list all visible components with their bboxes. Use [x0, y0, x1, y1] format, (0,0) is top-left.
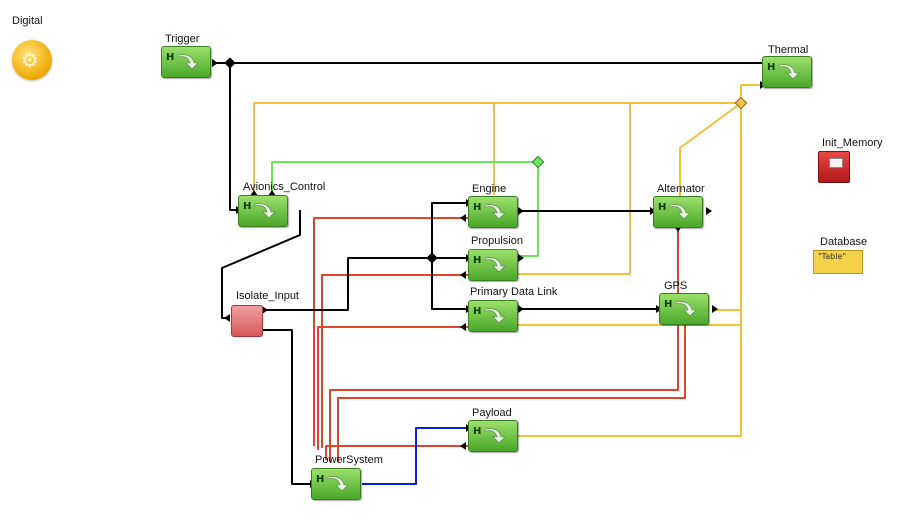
hierarchy-icon: H — [243, 201, 252, 212]
hierarchy-icon: H — [473, 202, 482, 213]
junction-diamond[interactable] — [734, 96, 748, 110]
avionics-control-block[interactable]: H — [238, 195, 288, 227]
isolate-input-block[interactable] — [231, 305, 263, 337]
alternator-label: Alternator — [657, 183, 705, 195]
database-label: Database — [820, 236, 868, 248]
power-system-label: PowerSystem — [315, 454, 383, 466]
thermal-label: Thermal — [768, 44, 809, 56]
junction-diamond[interactable] — [426, 252, 438, 264]
yellow-wires[interactable] — [253, 84, 760, 437]
hierarchy-arrow-icon — [669, 204, 691, 220]
init-memory-block[interactable] — [818, 151, 850, 183]
payload-label: Payload — [472, 407, 512, 419]
hierarchy-icon: H — [166, 52, 175, 63]
alternator-block[interactable]: H — [653, 196, 703, 228]
avionics-control-label: Avionics_Control — [243, 181, 326, 193]
database-block[interactable]: "Table" — [813, 250, 863, 274]
primary-data-link-block[interactable]: H — [468, 300, 518, 332]
propulsion-label: Propulsion — [471, 235, 523, 247]
memory-store-icon — [829, 158, 843, 168]
hierarchy-icon: H — [316, 474, 325, 485]
junction-diamond[interactable] — [531, 155, 545, 169]
isolate-input-label: Isolate_Input — [236, 290, 299, 302]
hierarchy-icon: H — [658, 202, 667, 213]
hierarchy-arrow-icon — [254, 203, 276, 219]
hierarchy-icon: H — [767, 62, 776, 73]
engine-label: Engine — [472, 183, 507, 195]
blue-wire[interactable] — [362, 427, 466, 485]
power-system-block[interactable]: H — [311, 468, 361, 500]
propulsion-block[interactable]: H — [468, 249, 518, 281]
trigger-label: Trigger — [165, 33, 200, 45]
gears-icon[interactable]: ⚙ — [12, 40, 52, 80]
database-table-label: "Table" — [818, 252, 847, 261]
hierarchy-arrow-icon — [675, 301, 697, 317]
junction-diamond[interactable] — [224, 57, 236, 69]
hierarchy-arrow-icon — [327, 476, 349, 492]
hierarchy-arrow-icon — [484, 428, 506, 444]
hierarchy-arrow-icon — [484, 204, 506, 220]
thermal-block[interactable]: H — [762, 56, 812, 88]
hierarchy-arrow-icon — [484, 308, 506, 324]
hierarchy-arrow-icon — [177, 54, 199, 70]
red-wires[interactable] — [313, 217, 686, 462]
trigger-block[interactable]: H — [161, 46, 211, 78]
payload-block[interactable]: H — [468, 420, 518, 452]
hierarchy-icon: H — [664, 299, 673, 310]
gps-label: GPS — [664, 280, 688, 292]
hierarchy-icon: H — [473, 426, 482, 437]
hierarchy-arrow-icon — [484, 257, 506, 273]
black-wires[interactable] — [212, 62, 762, 485]
hierarchy-icon: H — [473, 255, 482, 266]
engine-block[interactable]: H — [468, 196, 518, 228]
digital-label: Digital — [12, 15, 43, 27]
init-memory-label: Init_Memory — [822, 137, 883, 149]
gps-block[interactable]: H — [659, 293, 709, 325]
hierarchy-arrow-icon — [778, 64, 800, 80]
hierarchy-icon: H — [473, 306, 482, 317]
primary-data-link-label: Primary Data Link — [470, 286, 558, 298]
